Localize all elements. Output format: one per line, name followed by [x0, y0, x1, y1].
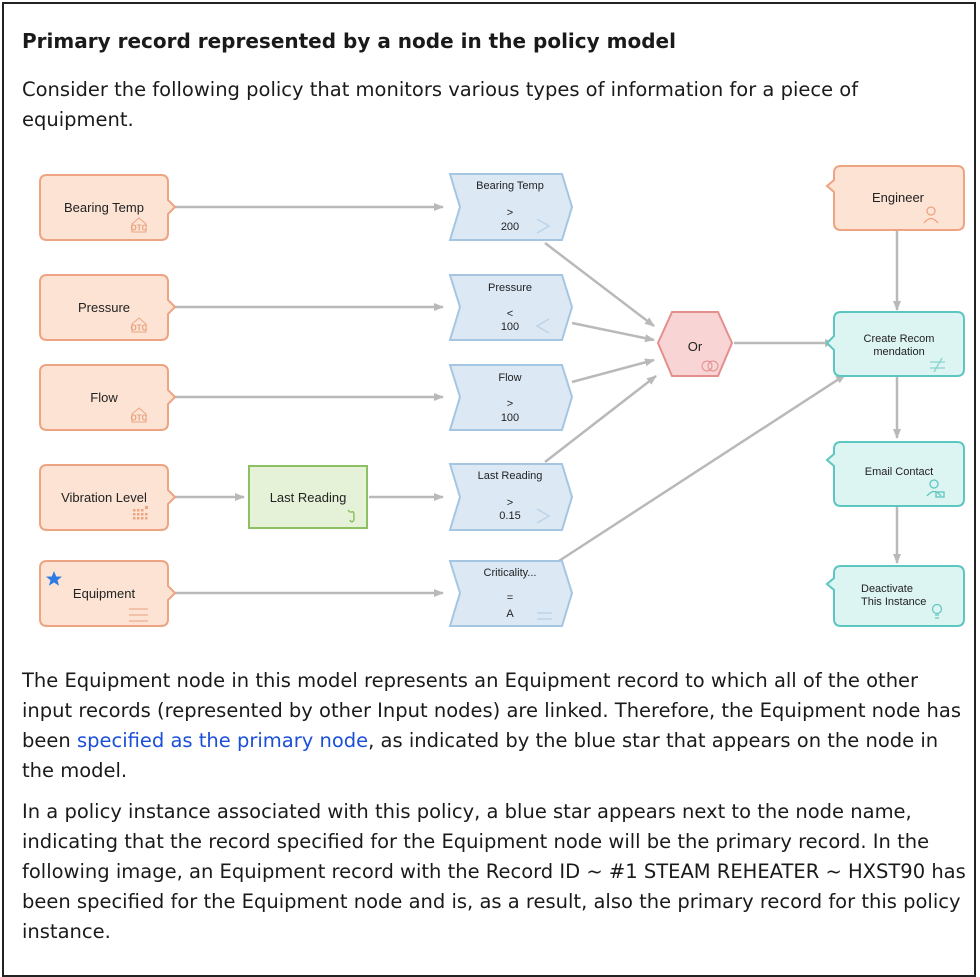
input-node-shape: [39, 274, 177, 341]
input-node-bearing-temp[interactable]: Bearing Temp OTC: [39, 174, 177, 241]
condition-value: 100: [501, 412, 519, 424]
input-node-label: Equipment: [73, 586, 136, 601]
action-node-shape: [825, 165, 965, 231]
connector: [544, 242, 655, 327]
intro-paragraph: Consider the following policy that monit…: [22, 78, 859, 131]
otc-icon: OTC: [131, 317, 148, 333]
logic-node-label: Or: [688, 339, 703, 354]
action-node-label: mendation: [873, 346, 924, 358]
not-equal-icon: [930, 357, 945, 373]
policy-model-diagram: Bearing Temp OTC Pressure OTC Flow OTC V…: [39, 165, 965, 627]
calculation-node-label: Last Reading: [270, 490, 347, 505]
input-node-flow[interactable]: Flow OTC: [39, 364, 177, 431]
condition-node-label: Pressure: [488, 282, 532, 294]
input-node-vibration-level[interactable]: Vibration Level: [39, 464, 177, 531]
input-node-label: Flow: [90, 390, 118, 405]
input-node-label: Bearing Temp: [64, 200, 144, 215]
condition-node-shape: [448, 173, 574, 241]
condition-node-shape: [448, 463, 574, 531]
paragraph-text: , as indicated by the blue star that app…: [22, 729, 939, 782]
person-icon: [923, 206, 939, 224]
action-node-shape: [825, 565, 965, 627]
condition-operator: >: [507, 207, 513, 219]
input-node-equipment[interactable]: Equipment: [39, 560, 177, 627]
condition-value: A: [506, 608, 514, 620]
condition-node-label: Last Reading: [478, 470, 543, 482]
action-node-label: Engineer: [872, 190, 925, 205]
equals-icon: [537, 612, 552, 620]
condition-operator: =: [507, 592, 513, 604]
paragraph-text: The Equipment node in this model represe…: [22, 669, 961, 752]
greater-than-icon: [536, 218, 551, 234]
condition-node-shape: [448, 560, 574, 627]
input-node-shape: [39, 174, 177, 241]
action-node-label: Create Recom: [864, 333, 935, 345]
action-node-shape: [825, 311, 965, 377]
action-node-deactivate[interactable]: Deactivate This Instance: [825, 565, 965, 627]
less-than-icon: [535, 318, 550, 334]
condition-node-pressure[interactable]: Pressure < 100: [448, 274, 574, 341]
input-node-pressure[interactable]: Pressure OTC: [39, 274, 177, 341]
input-node-label: Vibration Level: [61, 490, 147, 505]
svg-text:OTC: OTC: [131, 414, 148, 423]
greater-than-icon: [536, 508, 551, 524]
contact-icon: [926, 479, 945, 498]
connector: [571, 321, 655, 343]
input-node-shape: [39, 364, 177, 431]
policy-instance-paragraph: In a policy instance associated with thi…: [22, 800, 966, 943]
condition-node-last-reading[interactable]: Last Reading > 0.15: [448, 463, 574, 531]
action-node-engineer[interactable]: Engineer: [825, 165, 965, 231]
action-node-shape: [825, 441, 965, 507]
condition-node-label: Criticality...: [484, 567, 537, 579]
otc-icon: OTC: [131, 407, 148, 423]
primary-star-icon: [46, 571, 62, 586]
condition-value: 200: [501, 221, 519, 233]
connector: [544, 373, 846, 572]
explanation-paragraph: The Equipment node in this model represe…: [22, 666, 972, 786]
condition-operator: >: [507, 497, 513, 509]
grid-dots-icon: [133, 506, 148, 520]
condition-operator: >: [507, 398, 513, 410]
condition-value: 0.15: [499, 510, 520, 522]
condition-node-criticality[interactable]: Criticality... = A: [448, 560, 574, 627]
calculation-node-shape: [248, 465, 368, 529]
overlap-circles-icon: [701, 360, 719, 372]
primary-node-link[interactable]: specified as the primary node: [76, 729, 369, 752]
action-node-create-recommendation[interactable]: Create Recom mendation: [825, 311, 965, 377]
action-node-email-contact[interactable]: Email Contact: [825, 441, 965, 507]
squiggle-icon: [347, 509, 355, 523]
action-node-label: This Instance: [861, 596, 926, 608]
connectors: [171, 203, 901, 597]
otc-icon: OTC: [131, 217, 148, 233]
section-heading: Primary record represented by a node in …: [22, 29, 676, 53]
condition-node-label: Bearing Temp: [476, 180, 544, 192]
input-node-label: Pressure: [78, 300, 130, 315]
condition-node-label: Flow: [498, 372, 521, 384]
condition-node-bearing-temp[interactable]: Bearing Temp > 200: [448, 173, 574, 241]
logic-node-or[interactable]: Or: [656, 311, 734, 377]
calculation-node-last-reading[interactable]: Last Reading: [248, 465, 368, 529]
action-node-label: Deactivate: [861, 583, 913, 595]
logic-node-shape: [656, 311, 734, 377]
svg-text:OTC: OTC: [131, 224, 148, 233]
connector: [544, 375, 657, 463]
lightbulb-icon: [931, 603, 943, 619]
list-lines-icon: [129, 608, 148, 622]
action-node-label: Email Contact: [865, 466, 933, 478]
connector: [571, 358, 655, 384]
condition-node-flow[interactable]: Flow > 100: [448, 364, 574, 431]
svg-text:OTC: OTC: [131, 324, 148, 333]
condition-operator: <: [507, 308, 513, 320]
condition-node-shape: [448, 364, 574, 431]
condition-value: 100: [501, 321, 519, 333]
